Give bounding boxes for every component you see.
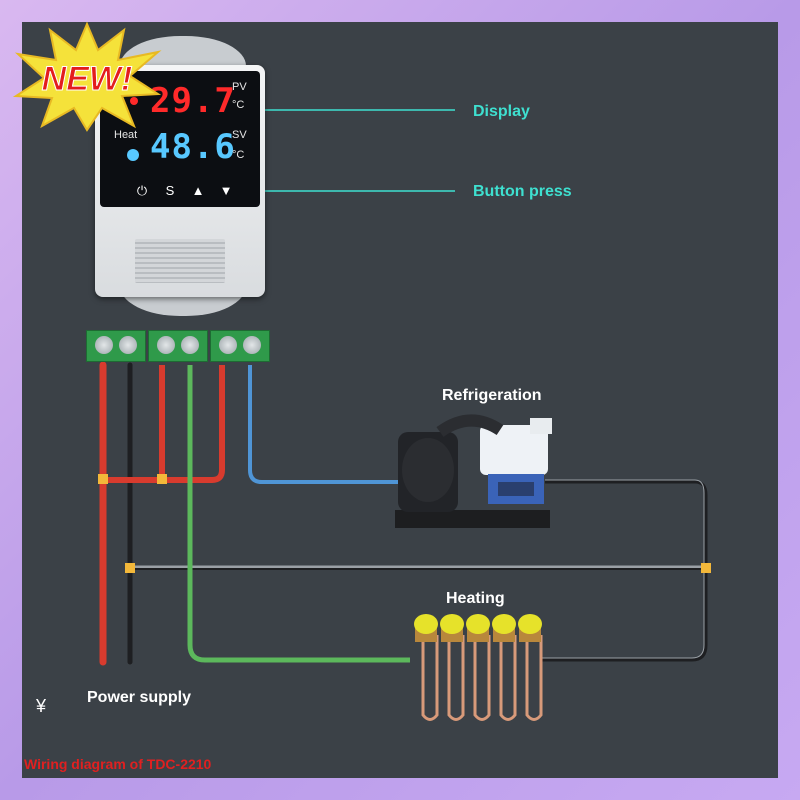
display-callout-label: Display	[473, 103, 530, 120]
sv-unit: °C	[232, 149, 245, 161]
set-button[interactable]: S	[165, 183, 175, 198]
badge-text: NEW!	[42, 60, 133, 98]
terminal-block-cooling	[210, 330, 270, 362]
heat-label: Heat	[114, 129, 138, 141]
heating-element	[466, 614, 491, 721]
pv-unit: °C	[232, 99, 245, 111]
refrigeration-label: Refrigeration	[442, 387, 542, 404]
terminal-block-output	[148, 330, 208, 362]
sv-reading: 48.6	[150, 127, 236, 167]
sv-tag: SV	[232, 129, 247, 141]
junction-mark	[157, 474, 167, 484]
screw-icon	[181, 336, 199, 354]
heating-element	[414, 614, 439, 721]
compressor-return-wire	[540, 480, 708, 662]
heating-element	[518, 614, 543, 721]
terminal-block-power	[86, 330, 146, 362]
new-badge-icon: NEW!	[12, 22, 162, 132]
temperature-controller: 29.7 PV °C Heat 48.6 SV °C ⏻ S ▲ ▼	[95, 65, 265, 297]
power-button[interactable]: ⏻	[136, 183, 148, 198]
screw-icon	[219, 336, 237, 354]
controller-vent	[135, 239, 225, 283]
junction-mark	[125, 563, 135, 573]
currency-symbol: ¥	[36, 696, 47, 716]
heating-label: Heating	[446, 590, 505, 607]
heating-element	[492, 614, 517, 721]
jumper-wire-red-2	[103, 365, 225, 483]
diagram-caption: Wiring diagram of TDC-2210	[24, 756, 212, 772]
refrigeration-wire-blue	[248, 365, 415, 484]
pv-tag: PV	[232, 81, 247, 93]
heat-indicator-icon	[127, 149, 139, 161]
power-supply-label: Power supply	[87, 689, 192, 706]
heating-element	[440, 614, 465, 721]
screw-icon	[243, 336, 261, 354]
refrigeration-compressor	[395, 414, 552, 528]
junction-mark	[701, 563, 711, 573]
screw-icon	[95, 336, 113, 354]
screw-icon	[157, 336, 175, 354]
screw-icon	[119, 336, 137, 354]
down-button[interactable]: ▼	[219, 183, 233, 198]
pv-reading: 29.7	[150, 81, 236, 121]
up-button[interactable]: ▲	[191, 183, 205, 198]
junction-mark	[98, 474, 108, 484]
heating-elements	[414, 614, 543, 721]
status-indicator-icon	[130, 97, 138, 105]
button-press-callout-label: Button press	[473, 183, 572, 200]
heating-wire-green	[187, 365, 410, 663]
